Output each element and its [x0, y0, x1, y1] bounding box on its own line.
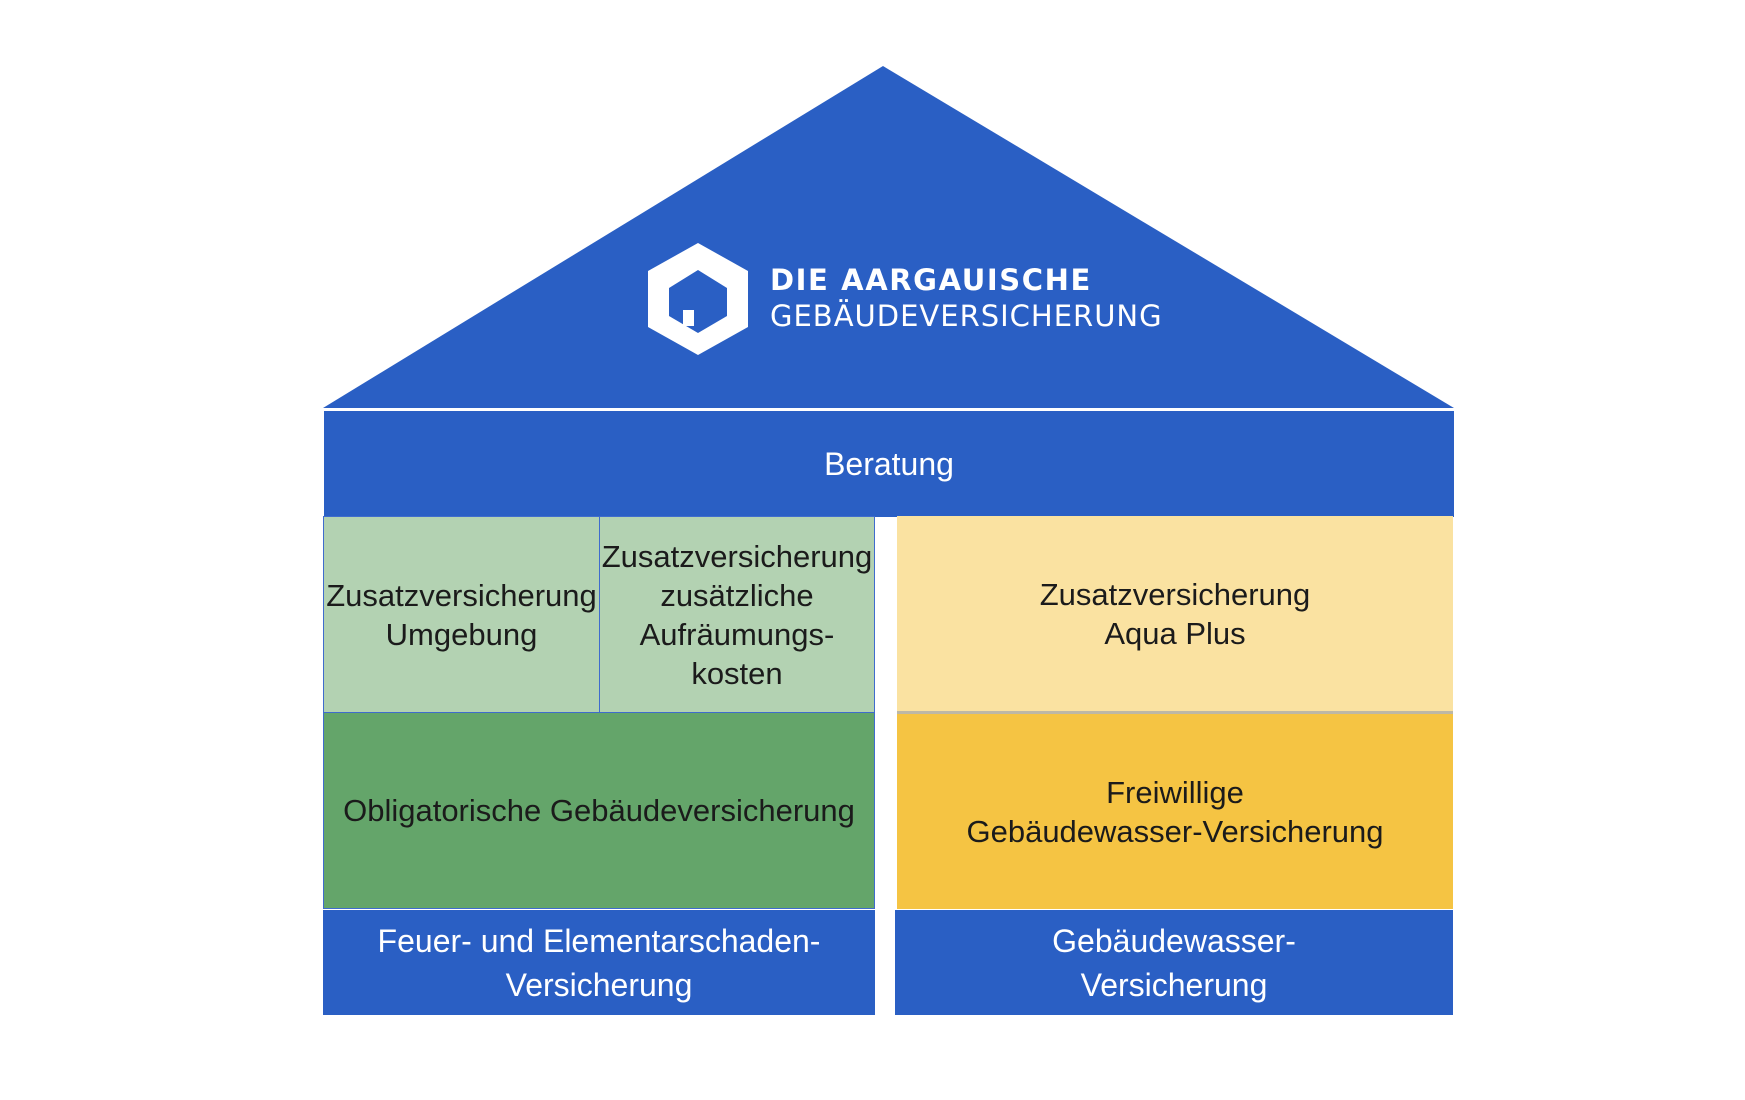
zusatzversicherung-aufraeumungskosten-box: Zusatzversicherung zusätzliche Aufräumun… [599, 516, 875, 713]
logo-line-2: GEBÄUDEVERSICHERUNG [770, 299, 1163, 333]
company-logo-wordmark: DIE AARGAUISCHE GEBÄUDEVERSICHERUNG [770, 262, 1163, 334]
obligatorische-gebaeudeversicherung-box: Obligatorische Gebäudeversicherung [323, 712, 875, 909]
freiwillige-gebaeudewasser-versicherung-box: Freiwillige Gebäudewasser-Versicherung [897, 714, 1453, 909]
company-logo-icon [648, 243, 748, 355]
feuer-elementarschaden-foundation: Feuer- und Elementarschaden- Versicherun… [323, 910, 875, 1015]
house-roof [323, 66, 1454, 408]
beratung-beam: Beratung [324, 411, 1454, 517]
logo-line-1: DIE AARGAUISCHE [770, 263, 1092, 297]
yellow-divider [897, 711, 1453, 714]
zusatzversicherung-aqua-plus-box: Zusatzversicherung Aqua Plus [897, 516, 1453, 712]
gebaeudewasser-foundation: Gebäudewasser- Versicherung [895, 910, 1453, 1015]
zusatzversicherung-umgebung-box: Zusatzversicherung Umgebung [323, 516, 600, 713]
